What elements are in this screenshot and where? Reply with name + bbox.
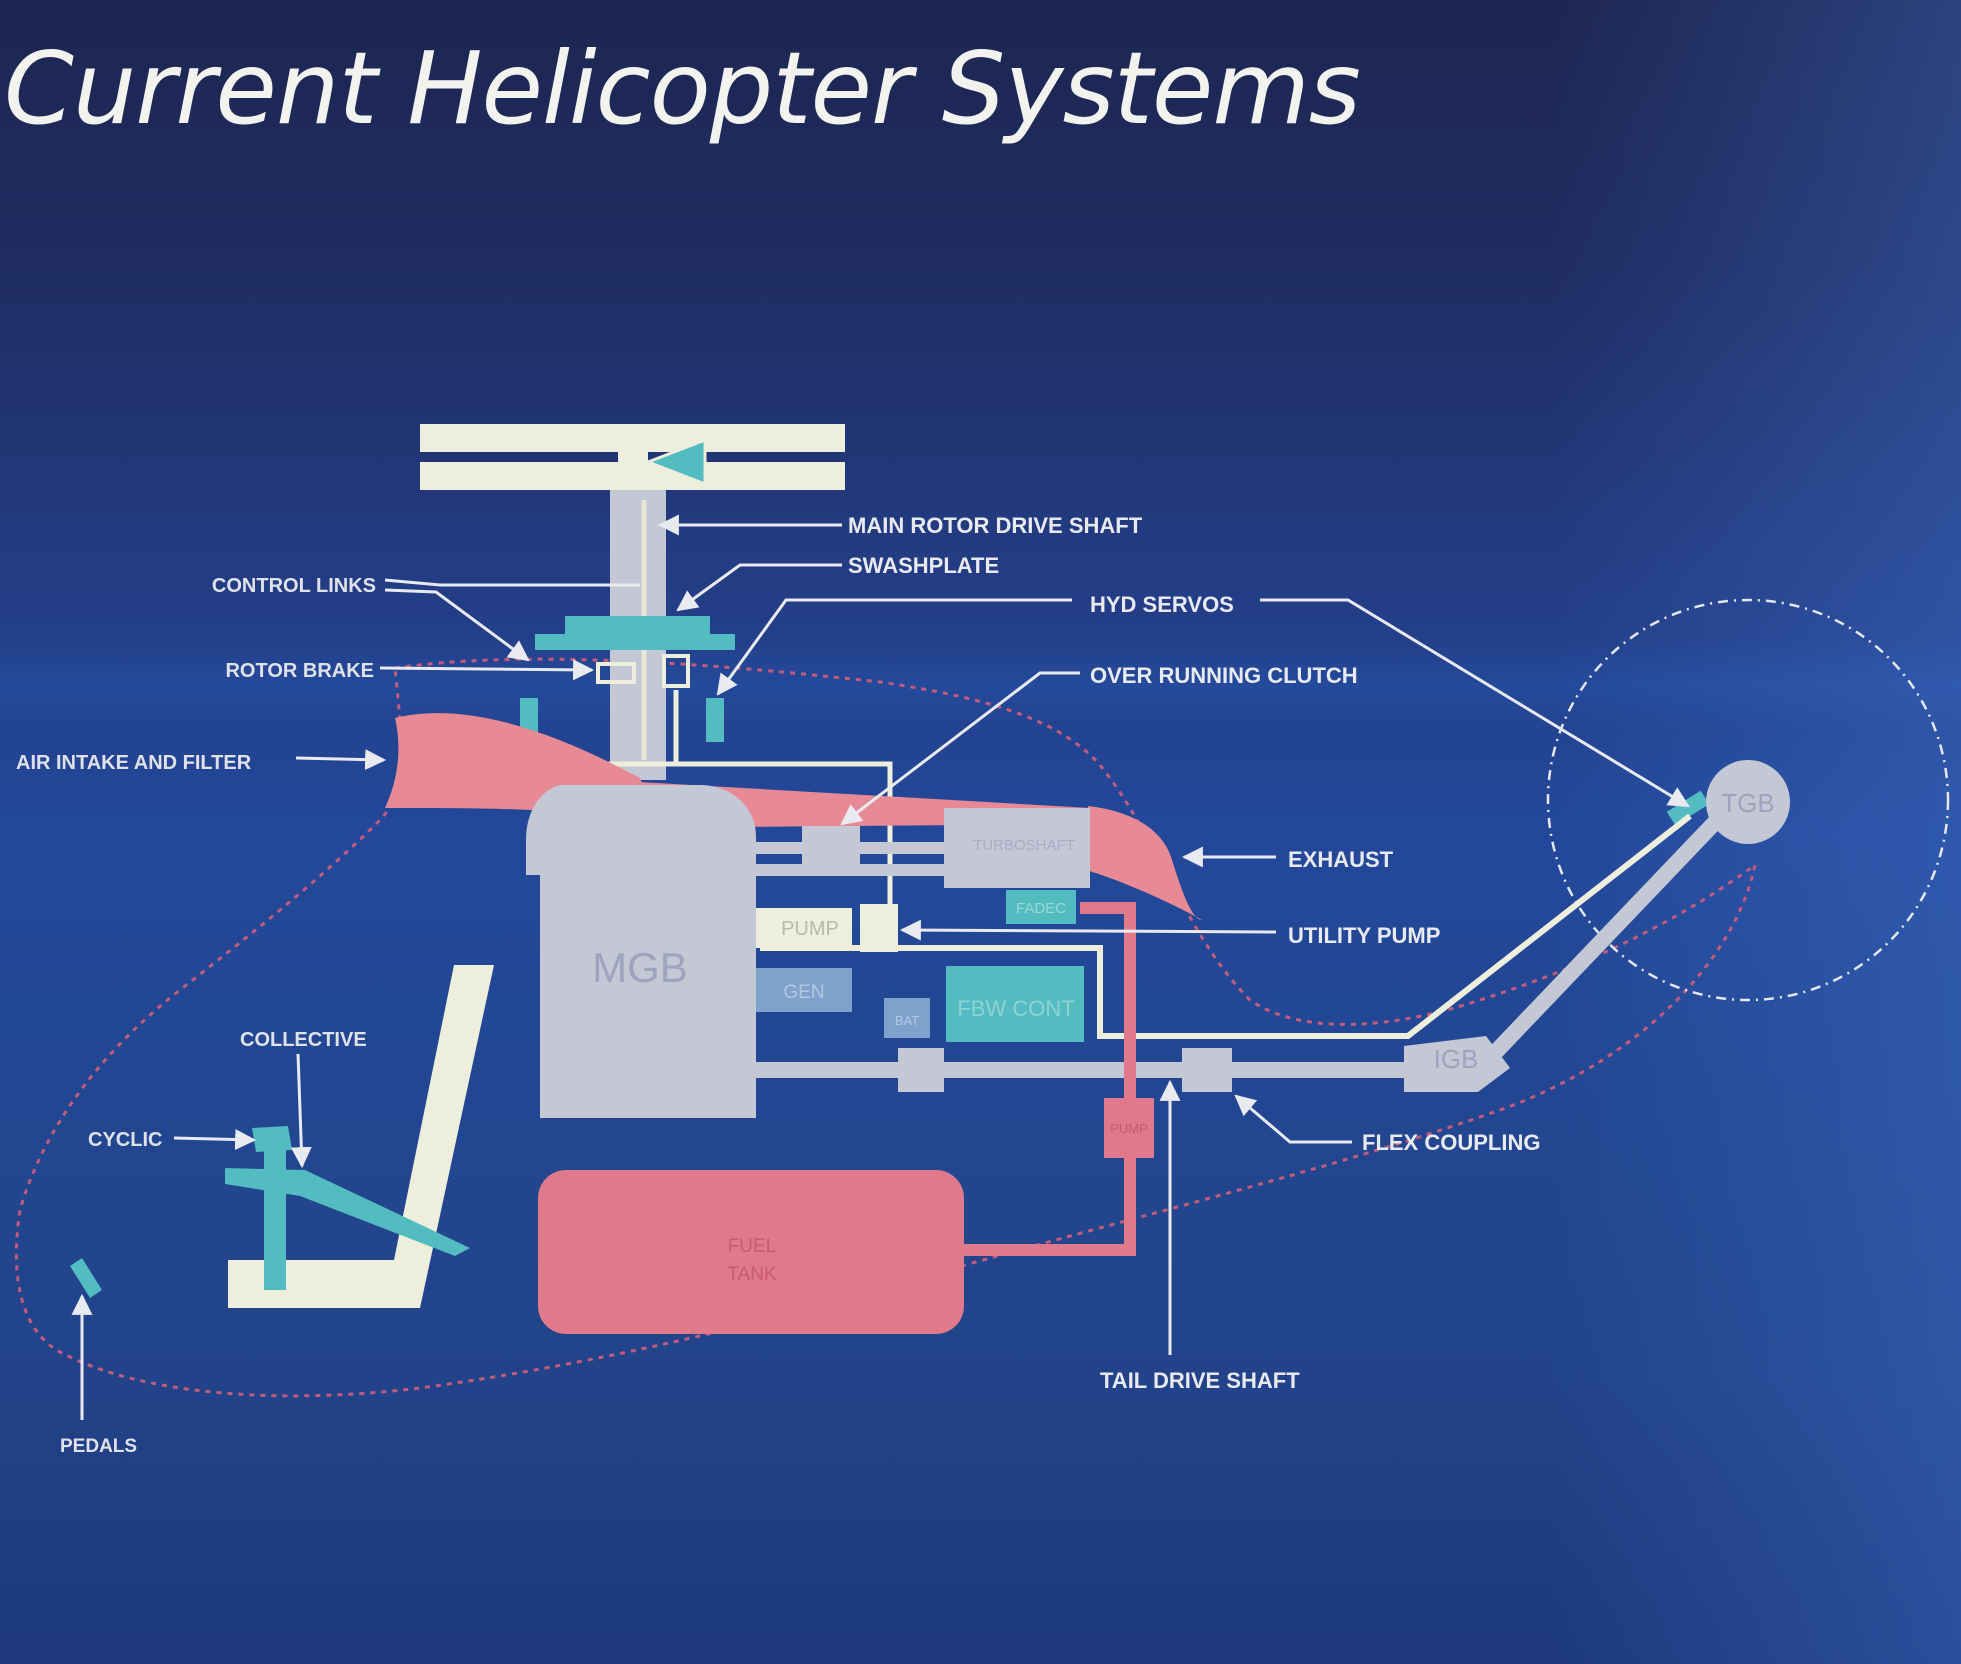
leader-line <box>1260 598 1690 808</box>
label-air-intake-and-filter: AIR INTAKE AND FILTER <box>16 752 252 774</box>
mgb-label: MGB <box>592 944 688 991</box>
fuel-line <box>962 902 1136 1256</box>
leader-line <box>295 749 387 771</box>
fuel-tank-label-line2: TANK <box>727 1264 777 1285</box>
fuel-tank <box>538 1170 964 1334</box>
label-tail-drive-shaft: TAIL DRIVE SHAFT <box>1100 1368 1300 1393</box>
battery <box>884 998 930 1038</box>
bat-label: BAT <box>895 1013 919 1028</box>
label-rotor-brake: ROTOR BRAKE <box>225 660 374 682</box>
leader-line <box>173 1129 257 1151</box>
hydraulic-line-tail <box>760 813 1692 1039</box>
fuselage-outline <box>14 657 1758 1398</box>
background-band-bottom <box>0 1380 1961 1664</box>
tgb-label: TGB <box>1721 788 1774 818</box>
collective-lever <box>225 1168 470 1256</box>
leader-line <box>379 659 595 681</box>
pump-label: PUMP <box>781 918 839 940</box>
background-band <box>0 640 1961 730</box>
flex-coupling-1 <box>898 1048 944 1092</box>
over-running-clutch <box>802 826 860 870</box>
turboshaft-engine <box>944 808 1090 888</box>
label-flex-coupling: FLEX COUPLING <box>1362 1130 1540 1155</box>
label-exhaust: EXHAUST <box>1288 847 1394 872</box>
label-main-rotor-drive-shaft: MAIN ROTOR DRIVE SHAFT <box>848 513 1143 538</box>
leader-line <box>384 588 530 662</box>
leader-line <box>716 598 1072 696</box>
pilot-seat <box>228 965 494 1308</box>
hyd-servo-tail <box>1666 790 1710 826</box>
exhaust-plume <box>1086 806 1202 920</box>
slide-title: Current Helicopter Systems <box>4 30 1361 147</box>
rotor-brake <box>596 654 690 688</box>
main-rotor-head <box>420 424 845 490</box>
fbw-controller <box>946 966 1084 1042</box>
fuel-pump-label: PUMP <box>1110 1121 1148 1136</box>
tail-drive-shaft <box>756 1062 1406 1078</box>
fbw-cont-label: FBW CONT <box>957 996 1074 1021</box>
gen-label: GEN <box>783 982 824 1003</box>
hyd-servo-right <box>706 698 724 742</box>
label-pedals: PEDALS <box>60 1436 137 1457</box>
pedals <box>70 1258 102 1298</box>
mgb-gearbox <box>526 785 756 1118</box>
fuel-pump <box>1104 1098 1154 1158</box>
leader-line <box>290 1053 312 1169</box>
label-cyclic: CYCLIC <box>88 1129 162 1151</box>
flex-coupling-2 <box>1182 1048 1232 1092</box>
label-over-running-clutch: OVER RUNNING CLUTCH <box>1090 663 1358 688</box>
label-control-links: CONTROL LINKS <box>212 575 376 597</box>
tgb-gearbox <box>1706 760 1790 844</box>
generator <box>756 968 852 1012</box>
swashplate <box>535 616 735 650</box>
utility-pump-body <box>860 904 898 952</box>
pump-unit <box>756 908 852 948</box>
label-hyd-servos: HYD SERVOS <box>1090 592 1234 617</box>
leader-line <box>1234 1094 1352 1144</box>
fadec-unit <box>1006 890 1076 924</box>
leader-line <box>384 578 640 587</box>
label-swashplate: SWASHPLATE <box>848 553 999 578</box>
leader-line <box>676 563 842 612</box>
igb-gearbox <box>1404 1036 1510 1092</box>
tail-rotor-disc <box>1546 598 1950 1002</box>
leader-line <box>840 671 1080 826</box>
label-collective: COLLECTIVE <box>240 1029 367 1051</box>
tail-pylon-shaft <box>1482 809 1728 1066</box>
turboshaft-label: TURBOSHAFT <box>973 837 1075 854</box>
igb-label: IGB <box>1434 1044 1479 1074</box>
leader-line <box>899 919 1277 941</box>
fuel-tank-label-line1: FUEL <box>728 1236 777 1257</box>
label-utility-pump: UTILITY PUMP <box>1288 923 1440 948</box>
fadec-label: FADEC <box>1016 900 1066 917</box>
